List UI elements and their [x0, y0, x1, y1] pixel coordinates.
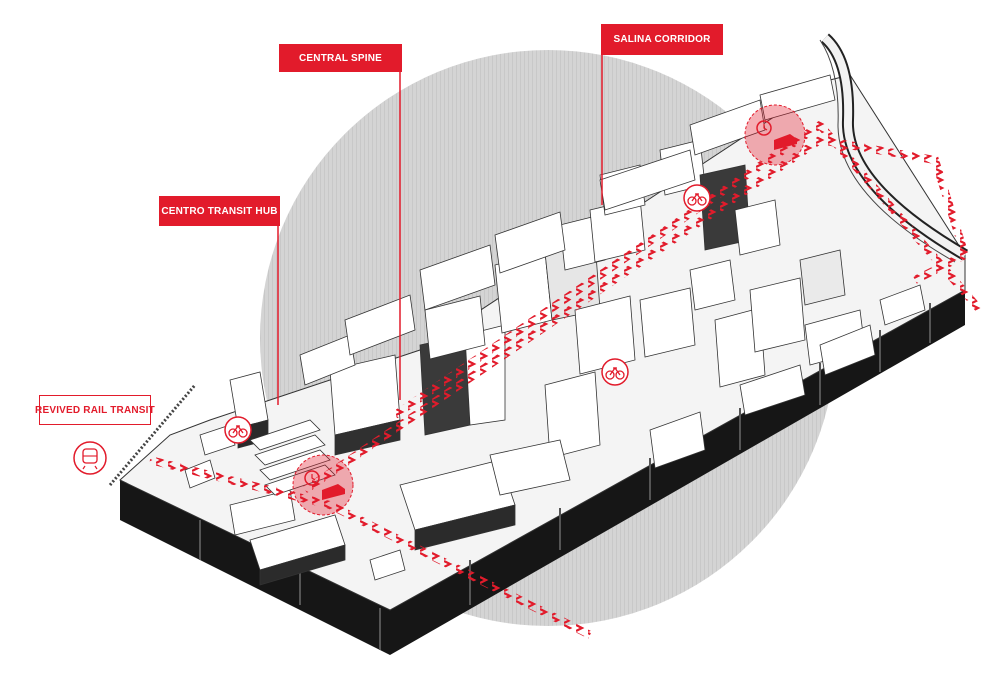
bicycle-icon — [601, 358, 629, 386]
car-icon — [774, 134, 797, 150]
train-icon — [73, 441, 107, 475]
car-icon — [322, 484, 345, 500]
corridor-routes — [149, 119, 984, 639]
curved-highway — [819, 33, 969, 263]
clock-icon — [304, 470, 320, 486]
leader-lines — [277, 50, 603, 405]
label-revived-rail-transit: REVIVED RAIL TRANSIT — [35, 395, 155, 425]
clock-icon — [756, 120, 772, 136]
corridor-highlight — [744, 104, 806, 166]
building-massing — [184, 74, 926, 586]
label-centro-transit-hub: CENTRO TRANSIT HUB — [159, 196, 280, 226]
rail-line — [108, 384, 197, 486]
bicycle-icon — [224, 416, 252, 444]
label-salina-corridor: SALINA CORRIDOR — [601, 24, 723, 55]
bicycle-icon — [683, 184, 711, 212]
label-central-spine: CENTRAL SPINE — [279, 44, 402, 72]
hub-highlight — [292, 454, 354, 516]
